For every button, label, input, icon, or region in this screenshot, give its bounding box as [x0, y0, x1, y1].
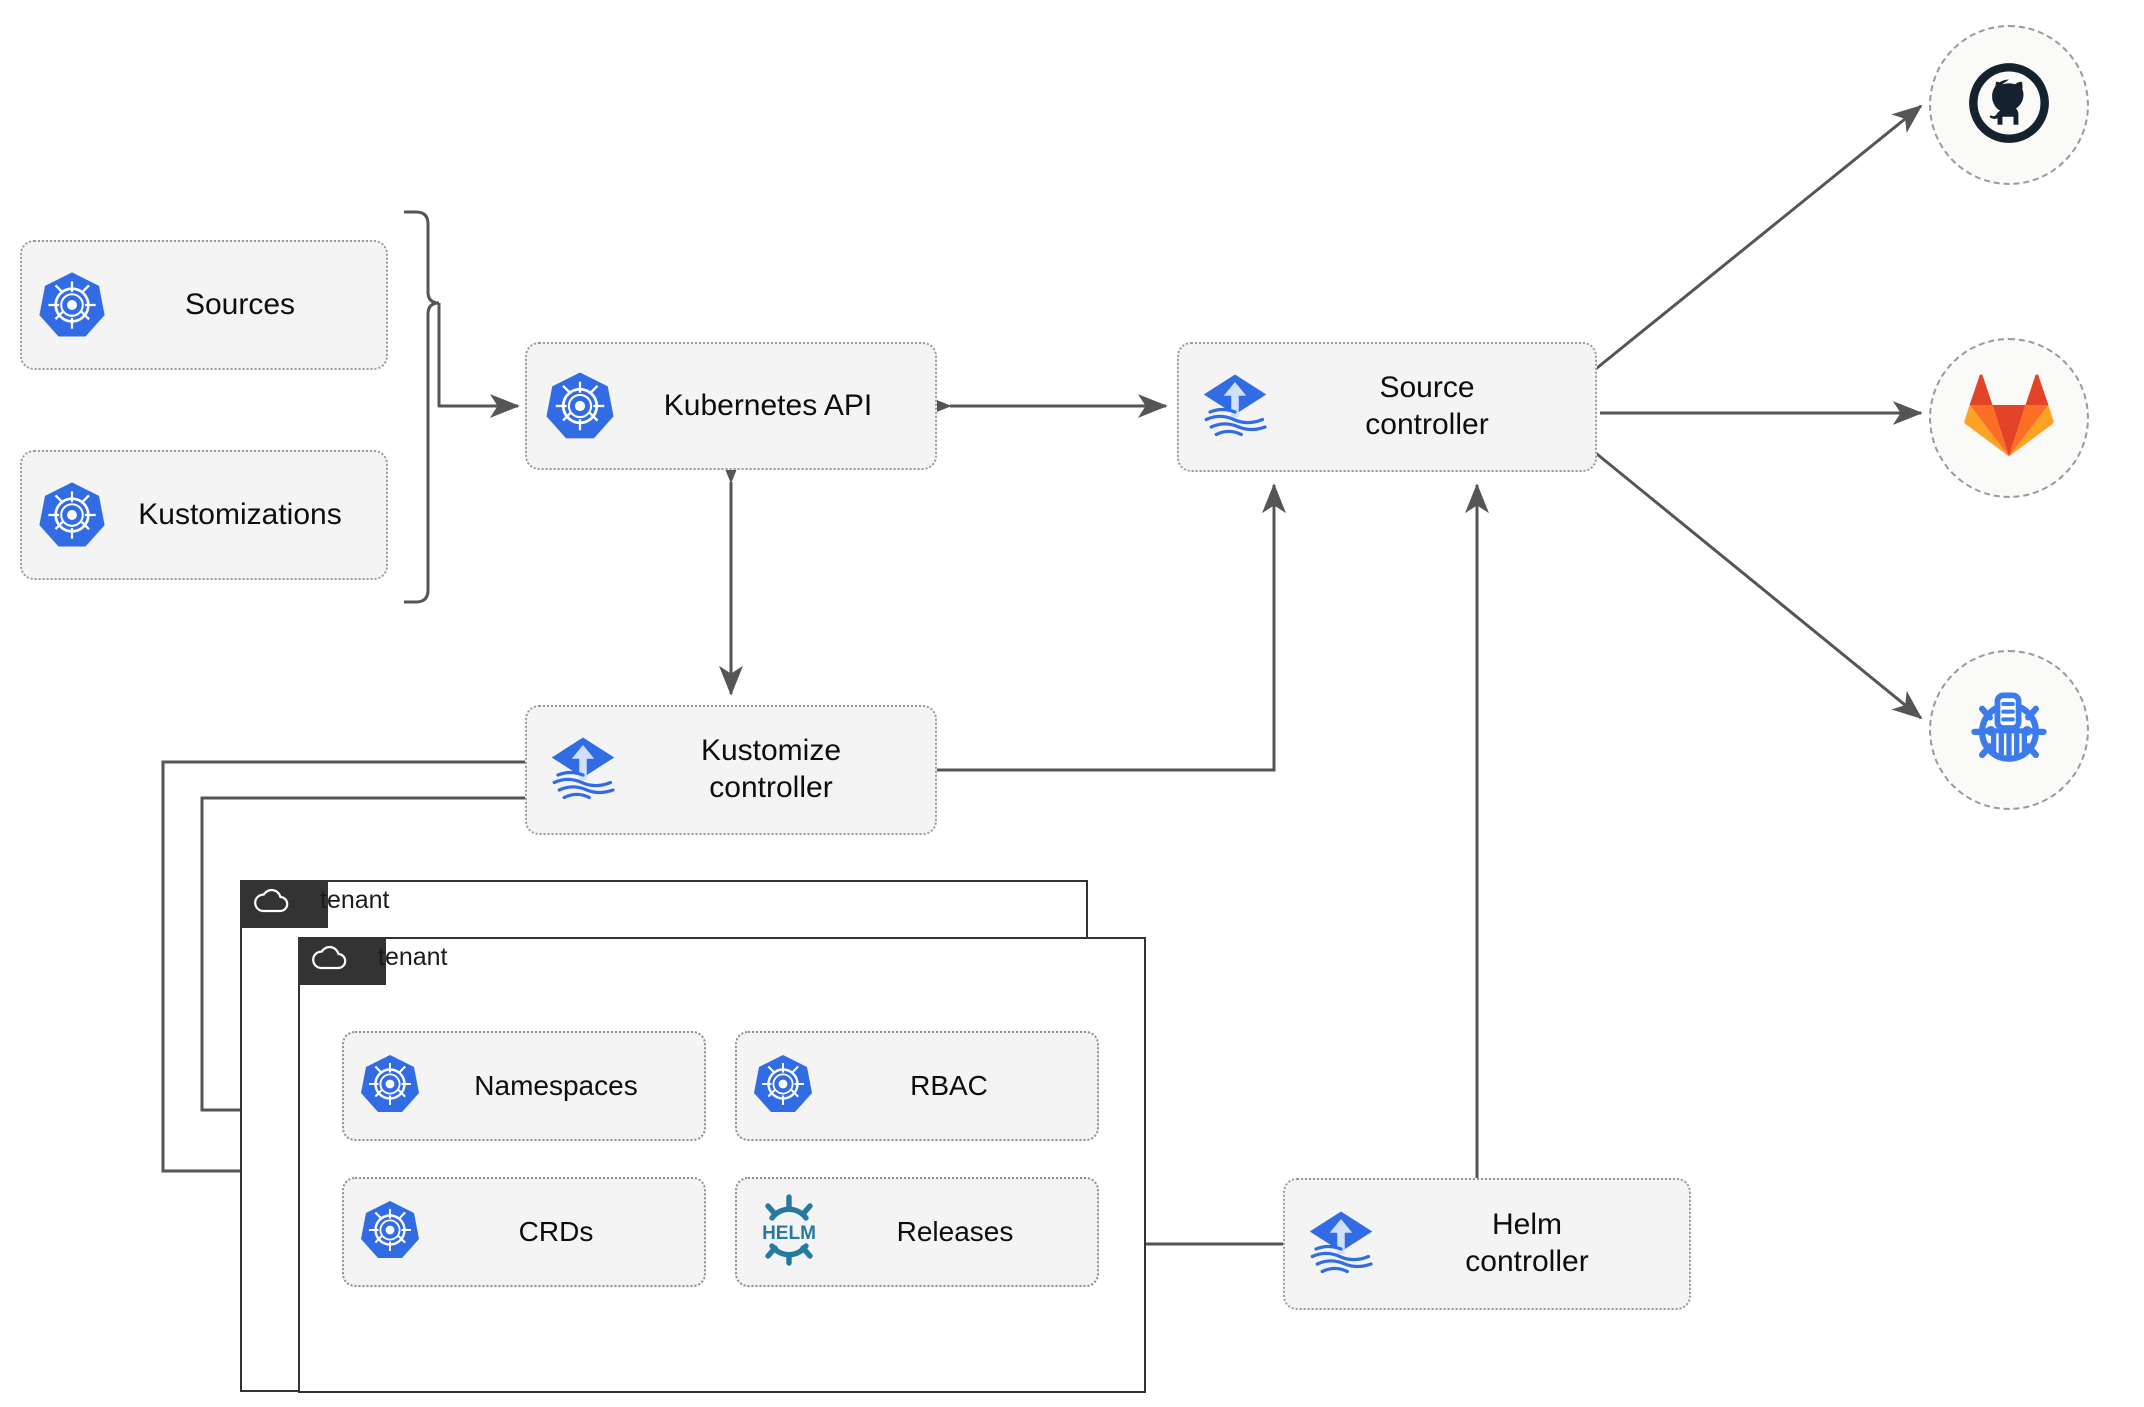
- provider-helm-repository[interactable]: [1929, 650, 2089, 810]
- tenant-header-back: [240, 880, 328, 928]
- node-source-controller[interactable]: Source controller: [1177, 342, 1597, 472]
- node-sources[interactable]: Sources: [20, 240, 388, 370]
- tenant-header-front: [298, 937, 386, 985]
- resource-label: RBAC: [910, 1070, 988, 1101]
- cloud-icon: [310, 945, 350, 978]
- kubernetes-icon: [36, 269, 108, 341]
- provider-github[interactable]: [1929, 25, 2089, 185]
- helm-repository-icon: [1961, 680, 2057, 781]
- tenant-name: tenant: [320, 886, 390, 914]
- cloud-icon: [252, 888, 292, 921]
- kubernetes-icon: [358, 1052, 422, 1121]
- arrow-resources-to-k8s-api: [437, 303, 520, 418]
- node-label: Source controller: [1365, 371, 1489, 441]
- node-releases[interactable]: HELM Releases: [735, 1177, 1099, 1287]
- resource-label: CRDs: [518, 1216, 594, 1247]
- node-kustomizations[interactable]: Kustomizations: [20, 450, 388, 580]
- node-kubernetes-api[interactable]: Kubernetes API: [525, 342, 937, 470]
- tenant-name: tenant: [378, 943, 448, 971]
- node-crds[interactable]: CRDs: [342, 1177, 706, 1287]
- arrow-source-to-github: [1591, 104, 1923, 374]
- provider-gitlab[interactable]: [1929, 338, 2089, 498]
- flux-icon: [1195, 367, 1275, 447]
- node-label: Kustomize controller: [700, 734, 842, 804]
- node-kustomize-controller[interactable]: Kustomize controller: [525, 705, 937, 835]
- node-label: Sources: [184, 287, 296, 321]
- github-icon: [1963, 57, 2055, 154]
- kubernetes-icon: [751, 1052, 815, 1121]
- bracket-sources-kustomizations: [404, 210, 440, 604]
- svg-text:HELM: HELM: [762, 1223, 816, 1244]
- tenant-panel-front[interactable]: tenant: [298, 937, 1146, 1393]
- arrow-kustomize-to-source-controller: [937, 483, 1286, 772]
- node-rbac[interactable]: RBAC: [735, 1031, 1099, 1141]
- node-label: Kubernetes API: [663, 388, 873, 422]
- kubernetes-icon: [543, 369, 617, 443]
- node-label: Helm controller: [1465, 1208, 1589, 1278]
- flux-icon: [543, 730, 623, 810]
- kubernetes-icon: [358, 1198, 422, 1267]
- resource-label: Releases: [896, 1216, 1014, 1247]
- gitlab-icon: [1963, 372, 2055, 465]
- kubernetes-icon: [36, 479, 108, 551]
- arrow-source-to-helm-repository: [1591, 448, 1923, 720]
- node-namespaces[interactable]: Namespaces: [342, 1031, 706, 1141]
- flux-icon: [1301, 1204, 1381, 1284]
- node-helm-controller[interactable]: Helm controller: [1283, 1178, 1691, 1310]
- node-label: Kustomizations: [138, 497, 342, 531]
- resource-label: Namespaces: [474, 1070, 638, 1101]
- helm-icon: HELM: [751, 1193, 827, 1271]
